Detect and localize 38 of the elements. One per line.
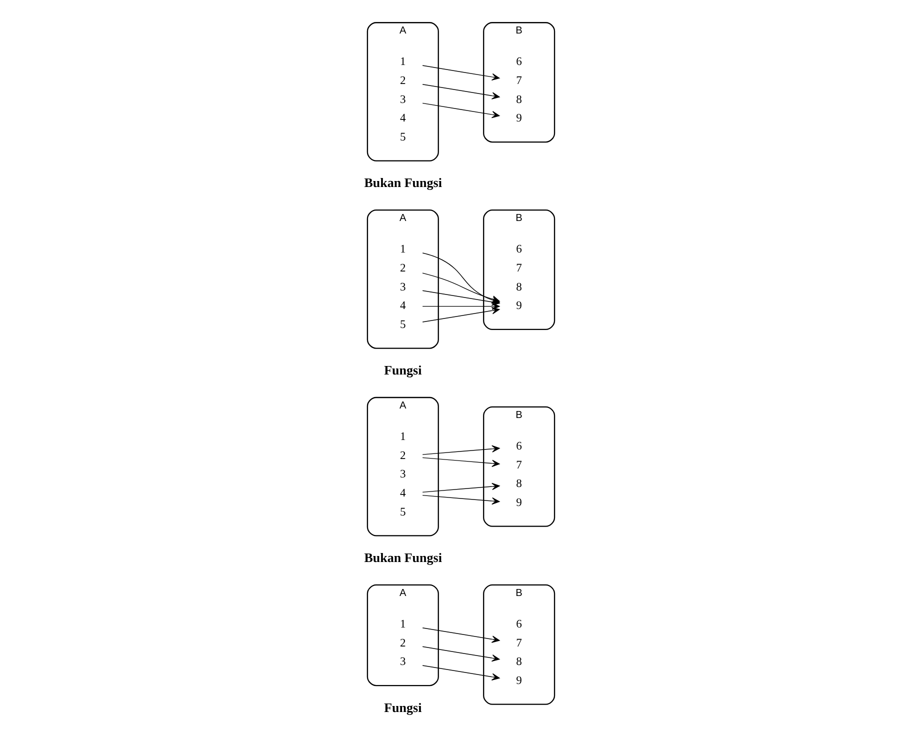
node-text: 3 bbox=[400, 280, 406, 294]
node-text: 2 bbox=[400, 636, 406, 650]
label: Bukan Fungsi bbox=[364, 550, 442, 566]
node-text: 6 bbox=[516, 617, 522, 630]
node-text: 1 bbox=[400, 55, 406, 68]
node-text: 6 bbox=[516, 439, 522, 452]
node-text: 7 bbox=[516, 261, 522, 274]
node-text: 8 bbox=[516, 280, 522, 294]
node-text: 7 bbox=[516, 636, 522, 650]
node-text: 3 bbox=[400, 92, 406, 106]
node-text: 5 bbox=[400, 505, 406, 518]
node-text: 6 bbox=[516, 242, 522, 256]
node-text: 4 bbox=[400, 486, 406, 500]
node-text: 8 bbox=[516, 477, 522, 490]
node-text: 7 bbox=[516, 74, 522, 87]
node-text: 9 bbox=[516, 299, 522, 312]
node-text: 9 bbox=[516, 674, 522, 687]
node-text: 3 bbox=[400, 468, 406, 481]
node-text: 1 bbox=[400, 242, 406, 256]
node-text: 1 bbox=[400, 617, 406, 630]
node-text: 5 bbox=[400, 130, 406, 144]
node-text: 9 bbox=[516, 112, 522, 125]
node-text: 8 bbox=[516, 92, 522, 106]
node-text: 4 bbox=[400, 299, 406, 312]
label: Bukan Fungsi bbox=[364, 175, 442, 190]
label: Fungsi bbox=[384, 362, 422, 378]
node-text: 4 bbox=[400, 112, 406, 125]
node-text: 9 bbox=[516, 496, 522, 509]
node-text: 1 bbox=[400, 430, 406, 444]
node-text: 3 bbox=[400, 655, 406, 668]
node-text: 2 bbox=[400, 74, 406, 87]
node-text: 2 bbox=[400, 448, 406, 462]
node-text: 6 bbox=[516, 55, 522, 68]
label: Fungsi bbox=[384, 700, 422, 715]
node-text: 5 bbox=[400, 318, 406, 331]
node-text: 7 bbox=[516, 458, 522, 472]
node-text: 8 bbox=[516, 655, 522, 668]
node-text: 2 bbox=[400, 261, 406, 274]
